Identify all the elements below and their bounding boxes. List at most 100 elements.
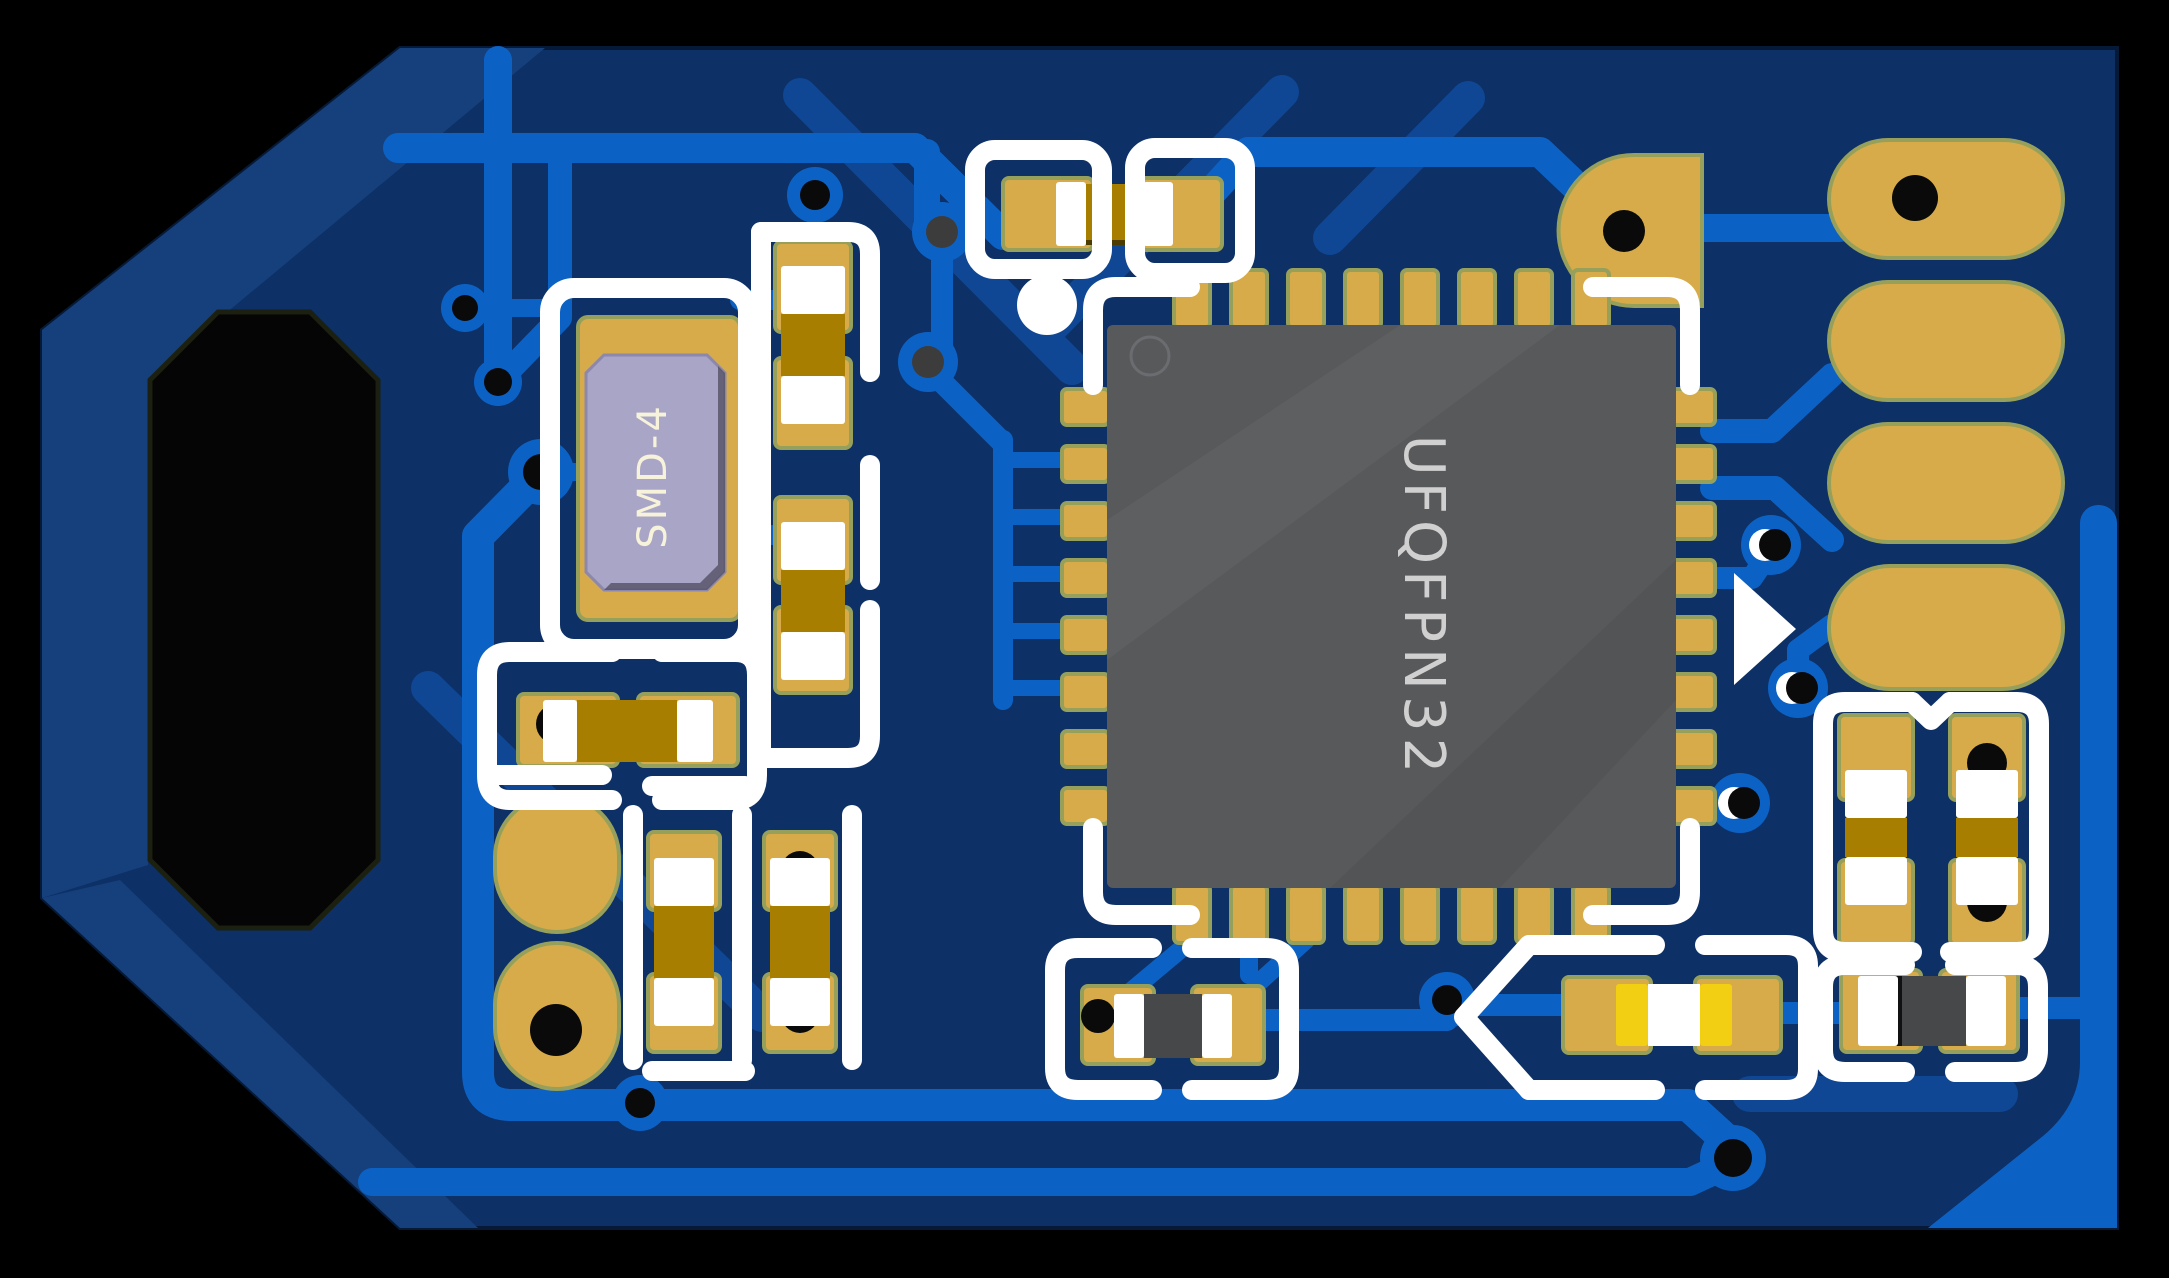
via xyxy=(912,202,972,262)
crystal: SMD-4 xyxy=(576,315,742,622)
silkscreen xyxy=(477,138,2049,1100)
mcu-pad xyxy=(1457,883,1497,945)
pour-bottom-left xyxy=(42,880,478,1228)
via-hole xyxy=(926,216,958,248)
top-resistor-outline-right xyxy=(1125,138,1255,283)
resistor-body xyxy=(654,906,714,978)
led xyxy=(1561,975,1783,1055)
terminal xyxy=(781,266,845,314)
mcu-pad xyxy=(1514,268,1554,330)
via xyxy=(474,358,522,406)
terminal xyxy=(781,376,845,424)
oval-pad-4 xyxy=(1827,564,2065,691)
mcu-corner-bracket xyxy=(1083,277,1200,395)
mcu-corner-bracket xyxy=(1583,277,1700,395)
d-pad-hole xyxy=(1603,210,1645,252)
mcu-pad xyxy=(1060,786,1111,826)
via xyxy=(1741,515,1801,575)
via-hole xyxy=(625,1088,655,1118)
crystal-outline xyxy=(540,278,758,659)
pour-top-left xyxy=(42,48,545,898)
mcu-body-sheen xyxy=(1330,560,1676,888)
via-hole xyxy=(912,346,944,378)
right-pair-outline xyxy=(1940,692,2049,962)
mcu-pad xyxy=(1400,883,1440,945)
left-resistor-outline xyxy=(652,642,767,810)
via xyxy=(898,332,958,392)
mcu-pin1-indent xyxy=(1129,335,1171,377)
via-hole xyxy=(1786,672,1818,704)
terminal xyxy=(781,522,845,570)
terminal xyxy=(1858,976,1898,1046)
terminal xyxy=(543,700,577,762)
terminal xyxy=(1956,857,2018,905)
resistor-body-edge xyxy=(1086,240,1143,245)
test-pad-1 xyxy=(493,793,621,934)
via xyxy=(1768,658,1828,718)
capacitor-outline xyxy=(1045,938,1162,1100)
via-hole xyxy=(1728,787,1760,819)
bottom-capacitor xyxy=(1080,984,1266,1066)
resistor-body xyxy=(781,314,845,376)
right-resistor-pair xyxy=(1837,713,2026,947)
oval-pad-1 xyxy=(1827,138,2065,260)
bottom-right-resistor-outline xyxy=(1813,955,1915,1082)
right-pair-outline xyxy=(1813,692,1922,962)
via-hole xyxy=(1759,529,1791,561)
right-pair-outline xyxy=(1902,692,1960,730)
terminal xyxy=(654,858,714,906)
terminal xyxy=(677,700,713,762)
terminal xyxy=(654,978,714,1026)
orientation-triangle-icon xyxy=(1734,573,1796,685)
mcu-pad xyxy=(1514,883,1554,945)
terminal xyxy=(1966,976,2006,1046)
mcu-pad xyxy=(1060,501,1111,541)
terminal xyxy=(1845,770,1907,818)
mcu-pad xyxy=(1343,268,1383,330)
back-trace xyxy=(1313,81,1485,255)
terminal xyxy=(1956,770,2018,818)
mcu-pad xyxy=(1060,615,1111,655)
terminal xyxy=(770,978,830,1026)
top-resistor-outline-left xyxy=(965,140,1112,279)
pour-right-strip xyxy=(2080,505,2117,1228)
mcu-body xyxy=(1107,325,1676,888)
test-pads xyxy=(493,793,621,1091)
mcu-pad xyxy=(1060,672,1111,712)
left-resistor-outline xyxy=(477,642,622,810)
resistor-body xyxy=(781,570,845,632)
mcu-corner-bracket xyxy=(1083,818,1200,925)
via xyxy=(441,284,489,332)
mcu-corner-bracket xyxy=(1583,818,1700,925)
terminal xyxy=(1114,994,1144,1058)
mcu-pad xyxy=(1457,268,1497,330)
pour-bottom-right xyxy=(1928,1062,2117,1228)
pin1-dot-icon xyxy=(1017,275,1077,335)
capacitor-outline xyxy=(1182,938,1299,1100)
left-resistor xyxy=(516,692,740,768)
mcu-pad xyxy=(1286,268,1326,330)
led-body xyxy=(1648,984,1700,1046)
mcu-pad xyxy=(1343,883,1383,945)
test-pad-hole xyxy=(530,1004,582,1056)
via-hole xyxy=(484,368,512,396)
mcu-pad xyxy=(1229,883,1269,945)
resistor-body xyxy=(1902,976,1966,1046)
led-terminal xyxy=(1700,984,1732,1046)
bottom-left-resistors xyxy=(646,830,838,1054)
mcu-pad xyxy=(1060,444,1111,484)
top-resistor xyxy=(1001,176,1224,252)
bottom-right-resistor-outline xyxy=(1945,955,2048,1082)
mcu-label: UFQFPN32 xyxy=(1391,435,1456,779)
resistor-body xyxy=(577,700,677,762)
via xyxy=(612,1075,668,1131)
via xyxy=(1710,773,1770,833)
front-trace xyxy=(1700,363,1844,443)
resistor-column-outline xyxy=(751,222,880,382)
bottom-right-resistor xyxy=(1839,968,2020,1054)
oval-pad-hole xyxy=(1892,175,1938,221)
mcu-pad xyxy=(1060,558,1111,598)
oval-pad-3 xyxy=(1827,422,2065,544)
